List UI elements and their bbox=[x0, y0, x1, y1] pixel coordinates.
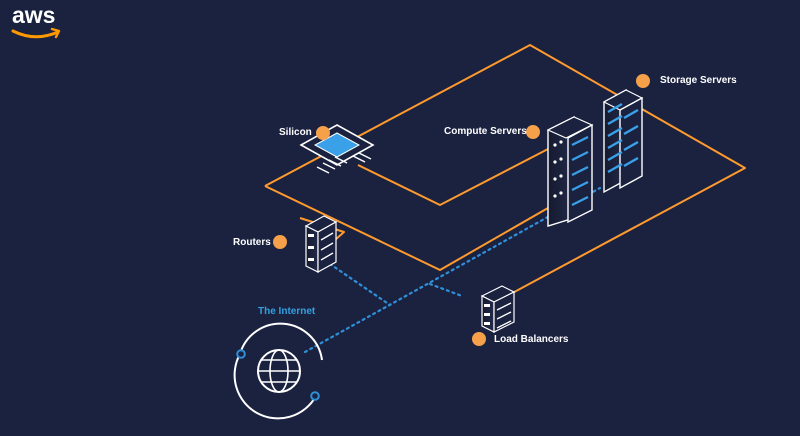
aws-smile-arrow-icon bbox=[50, 27, 61, 39]
inner-loop-path bbox=[357, 147, 551, 206]
server-rack-icon bbox=[546, 115, 594, 227]
storage-rack-icon bbox=[602, 88, 644, 194]
lb-branch-link bbox=[428, 282, 464, 298]
routers-label: Routers bbox=[233, 237, 271, 248]
routers-marker bbox=[273, 235, 287, 249]
compute-marker bbox=[526, 125, 540, 139]
router-to-lb-link bbox=[328, 262, 392, 307]
silicon-marker bbox=[316, 126, 330, 140]
storage-marker bbox=[636, 74, 650, 88]
internet-label: The Internet bbox=[258, 306, 316, 317]
load-balancer-icon bbox=[480, 285, 516, 333]
load-balancers-marker bbox=[472, 332, 486, 346]
load-balancers-label: Load Balancers bbox=[494, 334, 569, 345]
storage-servers-label: Storage Servers bbox=[660, 75, 737, 86]
compute-servers-label: Compute Servers bbox=[444, 126, 527, 137]
aws-logo: aws bbox=[12, 2, 56, 28]
silicon-label: Silicon bbox=[279, 127, 312, 138]
aws-smile-icon bbox=[11, 29, 60, 39]
router-icon bbox=[304, 215, 338, 274]
node-markers bbox=[273, 74, 650, 346]
globe-icon bbox=[233, 322, 323, 420]
middle-loop-path bbox=[264, 185, 549, 271]
chip-icon bbox=[299, 124, 375, 174]
